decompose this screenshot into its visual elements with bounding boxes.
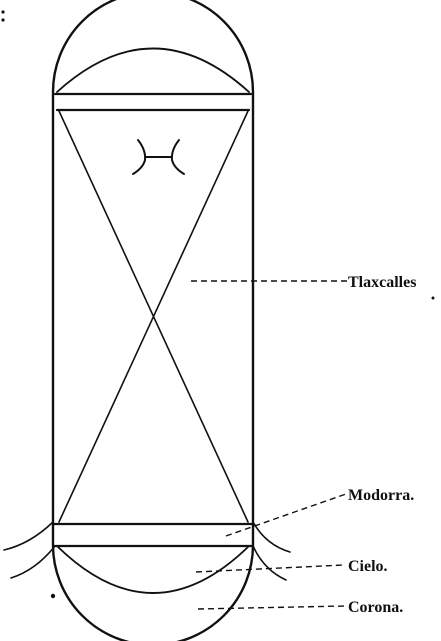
right-wing-lower (252, 545, 287, 581)
outer-outline (51, 0, 255, 641)
stray-dot-left (50, 593, 56, 599)
modorra-leader (225, 493, 347, 537)
cielo-leader (195, 564, 345, 573)
colon-mark-bottom (1, 18, 5, 22)
left-wing-upper (3, 521, 54, 551)
bottom-inner-arc (56, 545, 250, 594)
corona-leader (197, 605, 346, 610)
glyph-left-bracket (132, 139, 147, 175)
label-tlaxcalles: Tlaxcalles (348, 274, 416, 291)
label-cielo: Cielo. (348, 558, 388, 575)
glyph-right-bracket (170, 139, 185, 175)
top-inner-arc (56, 47, 250, 93)
colon-mark-top (1, 10, 5, 14)
label-corona: Corona. (348, 599, 403, 616)
left-wing-lower (10, 545, 56, 579)
label-modorra: Modorra. (348, 487, 414, 504)
cross-line-right (58, 110, 249, 523)
stray-dot-right (431, 296, 435, 300)
right-wing-upper (252, 521, 291, 553)
